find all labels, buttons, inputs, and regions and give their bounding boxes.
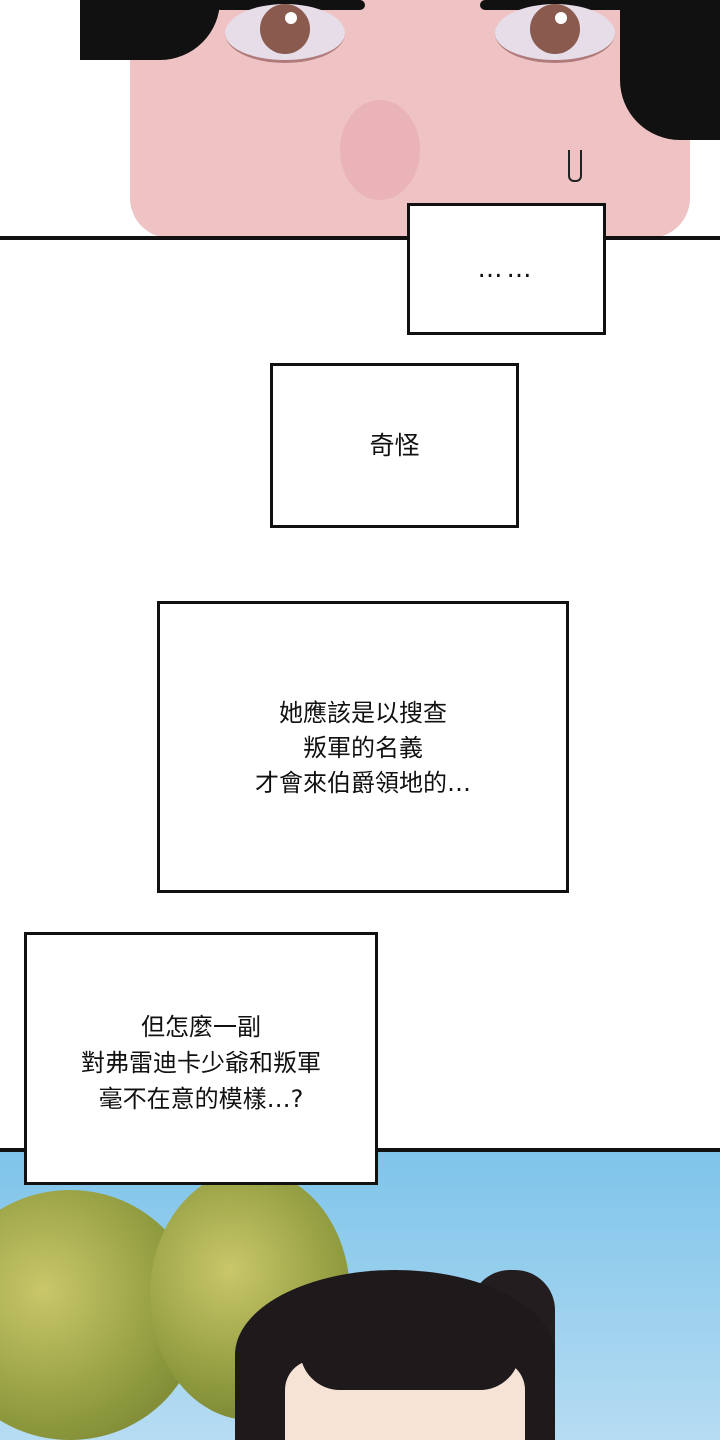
caption-text: 奇怪 <box>369 430 420 460</box>
caption-box: 奇怪 <box>270 363 519 528</box>
panel-border <box>0 236 720 240</box>
blush <box>340 100 420 200</box>
caption-text: 但怎麼一副 對弗雷迪卡少爺和叛軍 毫不在意的模樣…? <box>81 1013 321 1113</box>
nose <box>568 150 582 182</box>
caption-box: …… <box>407 203 606 335</box>
right-eye <box>495 4 615 63</box>
caption-text: 她應該是以搜查 叛軍的名義 才會來伯爵領地的… <box>255 699 471 797</box>
caption-text: …… <box>477 254 536 283</box>
hair <box>620 0 720 140</box>
top-panel-man-face <box>0 0 720 238</box>
bottom-panel-girl <box>0 1150 720 1440</box>
caption-box: 但怎麼一副 對弗雷迪卡少爺和叛軍 毫不在意的模樣…? <box>24 932 378 1185</box>
bangs <box>300 1340 520 1390</box>
left-eye <box>225 4 345 63</box>
caption-box: 她應該是以搜查 叛軍的名義 才會來伯爵領地的… <box>157 601 569 893</box>
